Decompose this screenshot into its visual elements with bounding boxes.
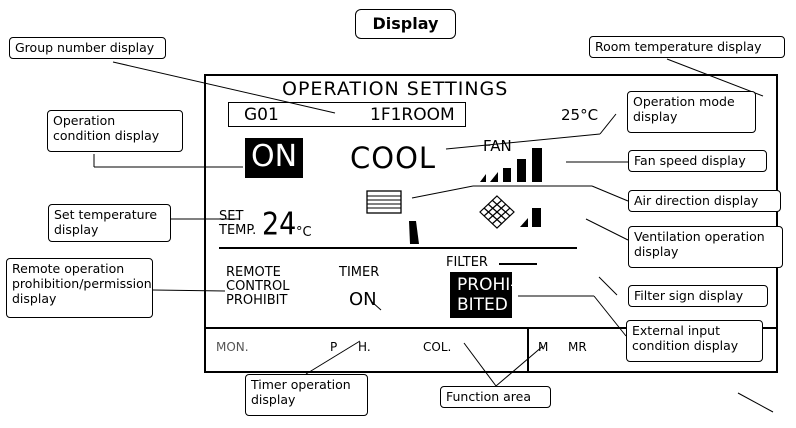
- callout-ventilation: Ventilation operation display: [628, 226, 783, 268]
- prohibited-line1: PROHI-: [457, 275, 517, 295]
- prohibited-badge: [450, 272, 512, 318]
- air-direction-icon: [366, 190, 419, 244]
- group-box: [228, 102, 466, 127]
- operation-on: ON: [251, 139, 298, 174]
- function-mr: MR: [568, 340, 587, 354]
- function-area-bar: [206, 327, 776, 329]
- callout-fan-speed: Fan speed display: [628, 150, 767, 172]
- callout-room-temperature-text: Room temperature display: [595, 39, 762, 54]
- callout-operation-condition-line1: Operation: [53, 113, 116, 128]
- callout-timer-operation: Timer operation display: [245, 374, 368, 416]
- function-mon: MON.: [216, 340, 249, 354]
- callout-external-input: External input condition display: [626, 320, 763, 362]
- operation-mode: COOL: [350, 141, 437, 175]
- function-divider: [527, 327, 529, 371]
- callout-timer-operation-line1: Timer operation: [251, 377, 351, 392]
- set-label: SET: [219, 209, 244, 224]
- set-temperature-unit: °C: [296, 225, 312, 240]
- diagram-title: Display: [355, 9, 456, 39]
- remote-label: REMOTE: [226, 265, 281, 280]
- group-number: G01: [244, 105, 279, 125]
- callout-function-area-text: Function area: [446, 389, 532, 404]
- callout-group-number: Group number display: [9, 37, 166, 59]
- callout-operation-condition: Operation condition display: [47, 110, 183, 152]
- callout-filter-sign-text: Filter sign display: [634, 288, 744, 303]
- callout-external-input-line1: External input: [632, 323, 720, 338]
- filter-line: [499, 263, 537, 265]
- callout-timer-operation-line2: display: [251, 392, 296, 407]
- fan-speed-icon: [480, 148, 542, 182]
- timer-value: ON: [349, 289, 377, 310]
- callout-set-temperature-line2: display: [54, 222, 99, 237]
- callout-operation-mode: Operation mode display: [627, 91, 756, 133]
- callout-remote-operation-line2: prohibition/permission: [12, 276, 152, 291]
- callout-set-temperature: Set temperature display: [48, 204, 171, 242]
- lcd-screen: OPERATION SETTINGS G01 1F1ROOM 25°C ON C…: [204, 74, 778, 373]
- callout-group-number-text: Group number display: [15, 40, 155, 55]
- divider-line: [219, 247, 577, 249]
- room-temperature: 25°C: [561, 106, 599, 124]
- callout-function-area: Function area: [440, 386, 551, 408]
- callout-external-input-line2: condition display: [632, 338, 739, 353]
- prohibited-line2: BITED: [457, 295, 508, 315]
- callout-operation-mode-line2: display: [633, 109, 678, 124]
- function-m: M: [538, 340, 549, 354]
- callout-filter-sign: Filter sign display: [628, 285, 768, 307]
- function-p: P: [330, 340, 338, 354]
- ventilation-icon: [479, 195, 541, 229]
- callout-ventilation-line1: Ventilation operation: [634, 229, 765, 244]
- set-temperature-value: 24: [262, 206, 297, 243]
- fan-label: FAN: [483, 137, 512, 155]
- callout-operation-condition-line2: condition display: [53, 128, 160, 143]
- callout-ventilation-line2: display: [634, 244, 679, 259]
- callout-air-direction: Air direction display: [628, 190, 781, 212]
- screen-header: OPERATION SETTINGS: [282, 78, 509, 100]
- callout-remote-operation-line3: display: [12, 291, 57, 306]
- temp-label: TEMP.: [219, 223, 257, 238]
- function-col: COL.: [423, 340, 452, 354]
- filter-label: FILTER: [446, 255, 488, 270]
- room-name: 1F1ROOM: [370, 105, 455, 125]
- function-h: H.: [358, 340, 371, 354]
- prohibit-label: PROHIBIT: [226, 293, 288, 308]
- timer-label: TIMER: [339, 265, 380, 280]
- on-badge: [245, 138, 303, 178]
- callout-fan-speed-text: Fan speed display: [634, 153, 746, 168]
- callout-remote-operation: Remote operation prohibition/permission …: [6, 258, 153, 318]
- callout-remote-operation-line1: Remote operation: [12, 261, 125, 276]
- callout-air-direction-text: Air direction display: [634, 193, 759, 208]
- callout-room-temperature: Room temperature display: [589, 36, 785, 58]
- callout-operation-mode-line1: Operation mode: [633, 94, 735, 109]
- control-label: CONTROL: [226, 279, 290, 294]
- callout-set-temperature-line1: Set temperature: [54, 207, 158, 222]
